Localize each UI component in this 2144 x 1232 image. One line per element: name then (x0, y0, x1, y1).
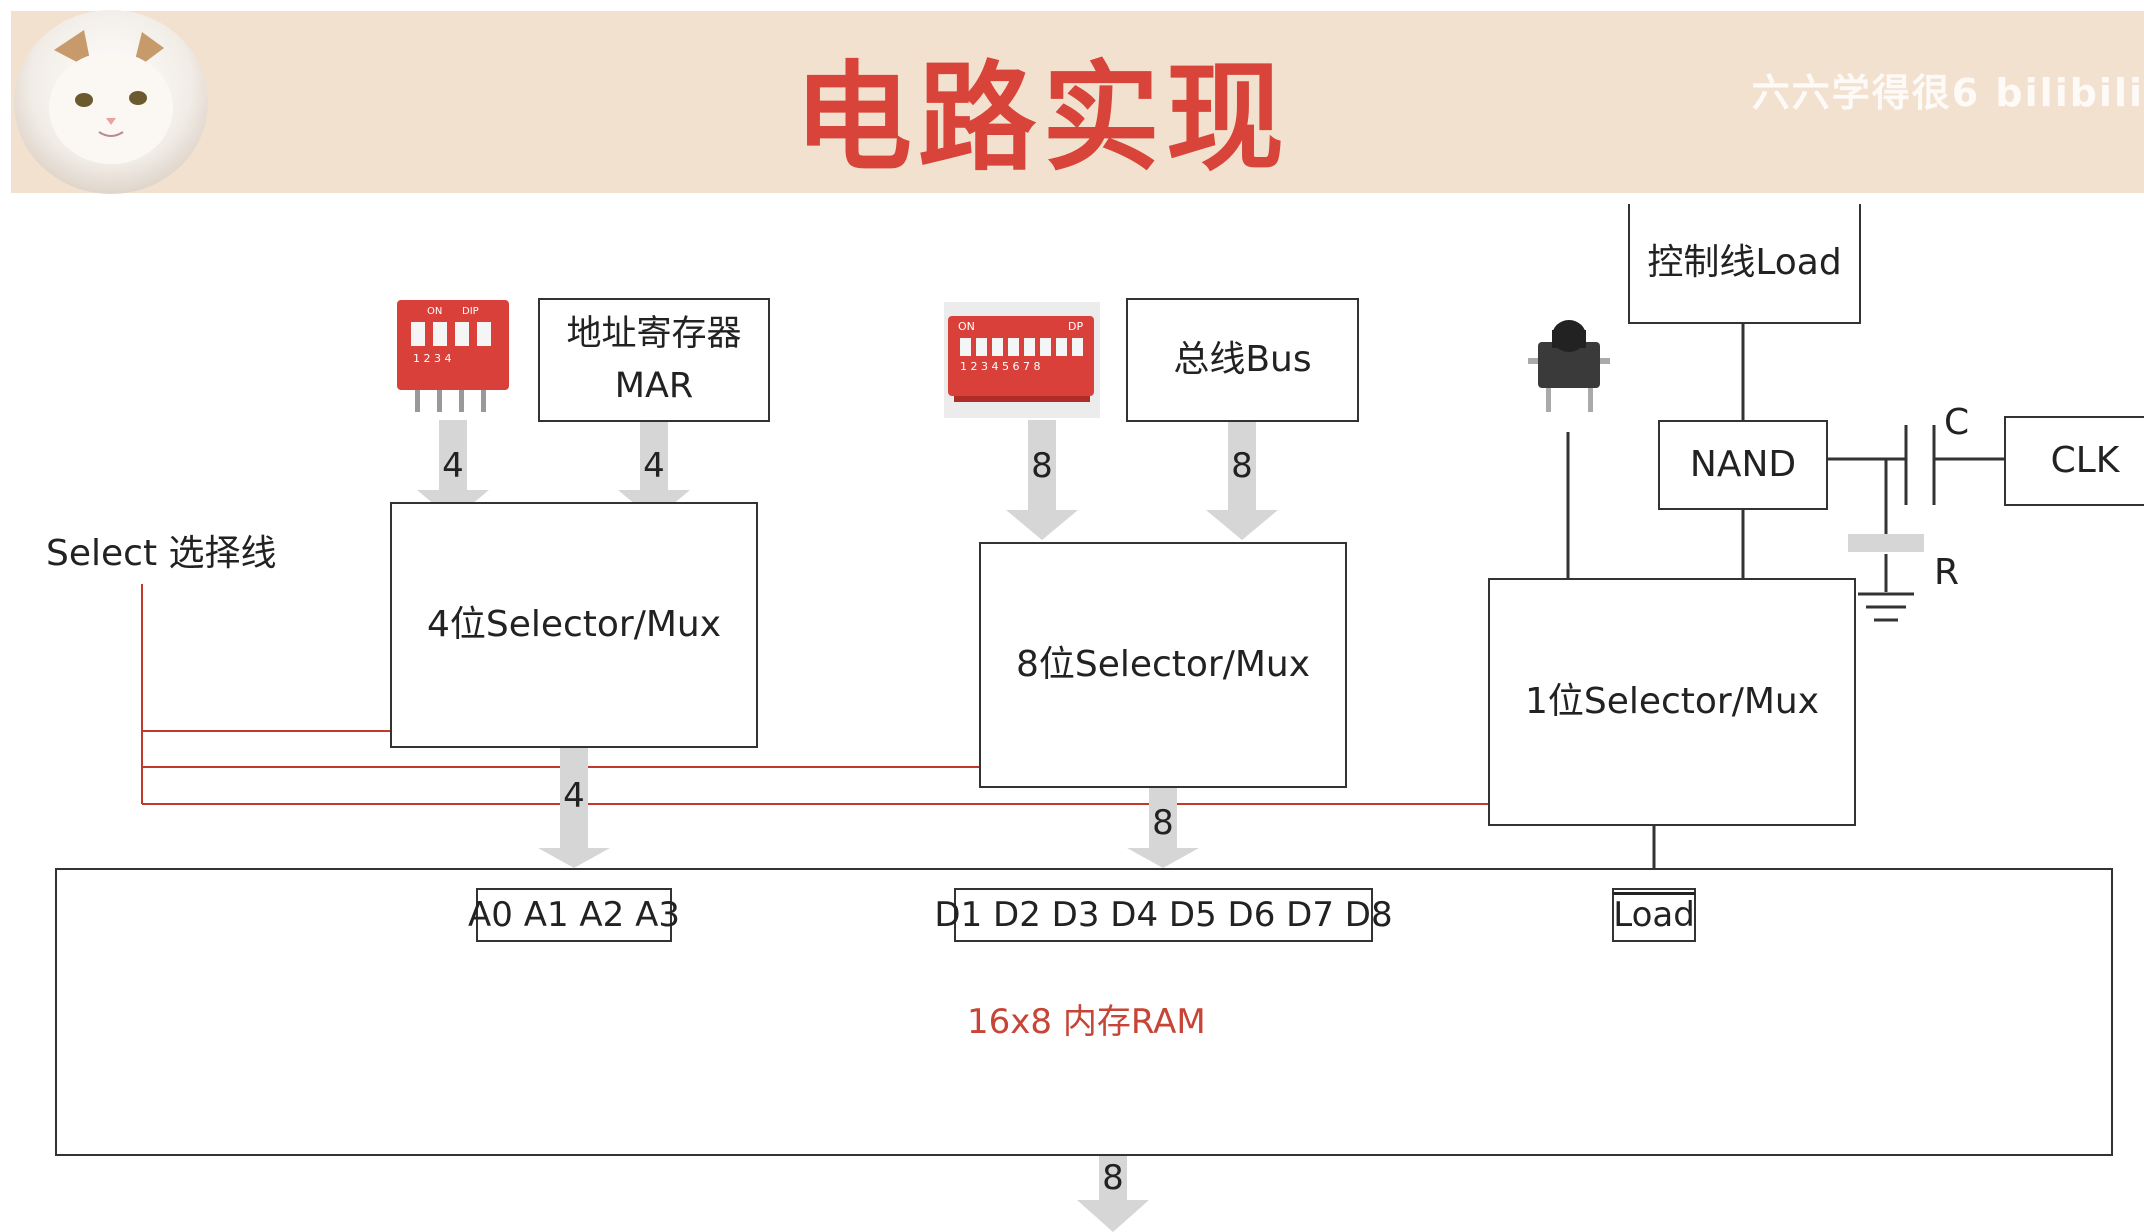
mux-4bit: 4位Selector/Mux (390, 502, 758, 748)
resistor-label: R (1934, 552, 1960, 593)
bus-arrow-ram-out (1077, 1120, 1149, 1232)
address-port: A0 A1 A2 A3 (468, 888, 680, 942)
bus-width-ram-out: 8 (1102, 1158, 1124, 1198)
svg-text:DIP: DIP (462, 306, 479, 317)
push-button-component (1520, 306, 1616, 414)
svg-text:DP: DP (1068, 320, 1083, 333)
svg-text:1 2 3 4: 1 2 3 4 (413, 352, 451, 365)
dip-switch-8: ON DP 1 2 3 4 5 6 7 8 (944, 302, 1100, 418)
cat-avatar-icon (49, 30, 173, 164)
control-load-box: 控制线Load (1628, 204, 1861, 324)
bus-arrow-mar (618, 420, 690, 520)
bus-arrow-dip4 (417, 420, 489, 520)
page-title: 电路实现 (793, 49, 1290, 187)
bus-width-mux8-out: 8 (1152, 803, 1174, 843)
mux-8bit: 8位Selector/Mux (979, 542, 1347, 788)
header-banner (11, 11, 2144, 193)
bus-width-dip4: 4 (442, 446, 464, 486)
bilibili-watermark: 六六学得很6 bilibili (1751, 71, 2144, 115)
svg-text:ON: ON (958, 320, 975, 333)
bus-arrow-mux8-out (1127, 788, 1199, 868)
bus-width-bus: 8 (1231, 446, 1253, 486)
dip-switch-4: ON DIP 1 2 3 4 (397, 300, 509, 416)
bus-arrow-mux4-out (538, 748, 610, 868)
bus-arrow-bus (1206, 420, 1278, 540)
capacitor-label: C (1944, 402, 1970, 443)
svg-text:ON: ON (427, 306, 442, 317)
mux-1bit: 1位Selector/Mux (1488, 578, 1856, 826)
bus-width-mar: 4 (643, 446, 665, 486)
mar-box: 地址寄存器 MAR (538, 298, 770, 422)
svg-text:1 2 3 4 5 6 7 8: 1 2 3 4 5 6 7 8 (960, 360, 1040, 373)
select-line-label: Select 选择线 (46, 533, 277, 574)
resistor-r (1848, 534, 1924, 552)
nand-gate: NAND (1658, 420, 1828, 510)
bus-width-dip8: 8 (1031, 446, 1053, 486)
control-wires (1566, 322, 2004, 868)
bus-box: 总线Bus (1126, 298, 1359, 422)
data-port: D1 D2 D3 D4 D5 D6 D7 D8 (934, 888, 1393, 942)
load-port: Load (1612, 888, 1696, 942)
avatar (14, 10, 208, 194)
ram-label: 16x8 内存RAM (967, 1002, 1206, 1042)
clk-box: CLK (2004, 416, 2144, 506)
bus-arrows (417, 420, 1278, 1232)
bus-width-mux4-out: 4 (563, 776, 585, 816)
bus-arrow-dip8 (1006, 420, 1078, 540)
